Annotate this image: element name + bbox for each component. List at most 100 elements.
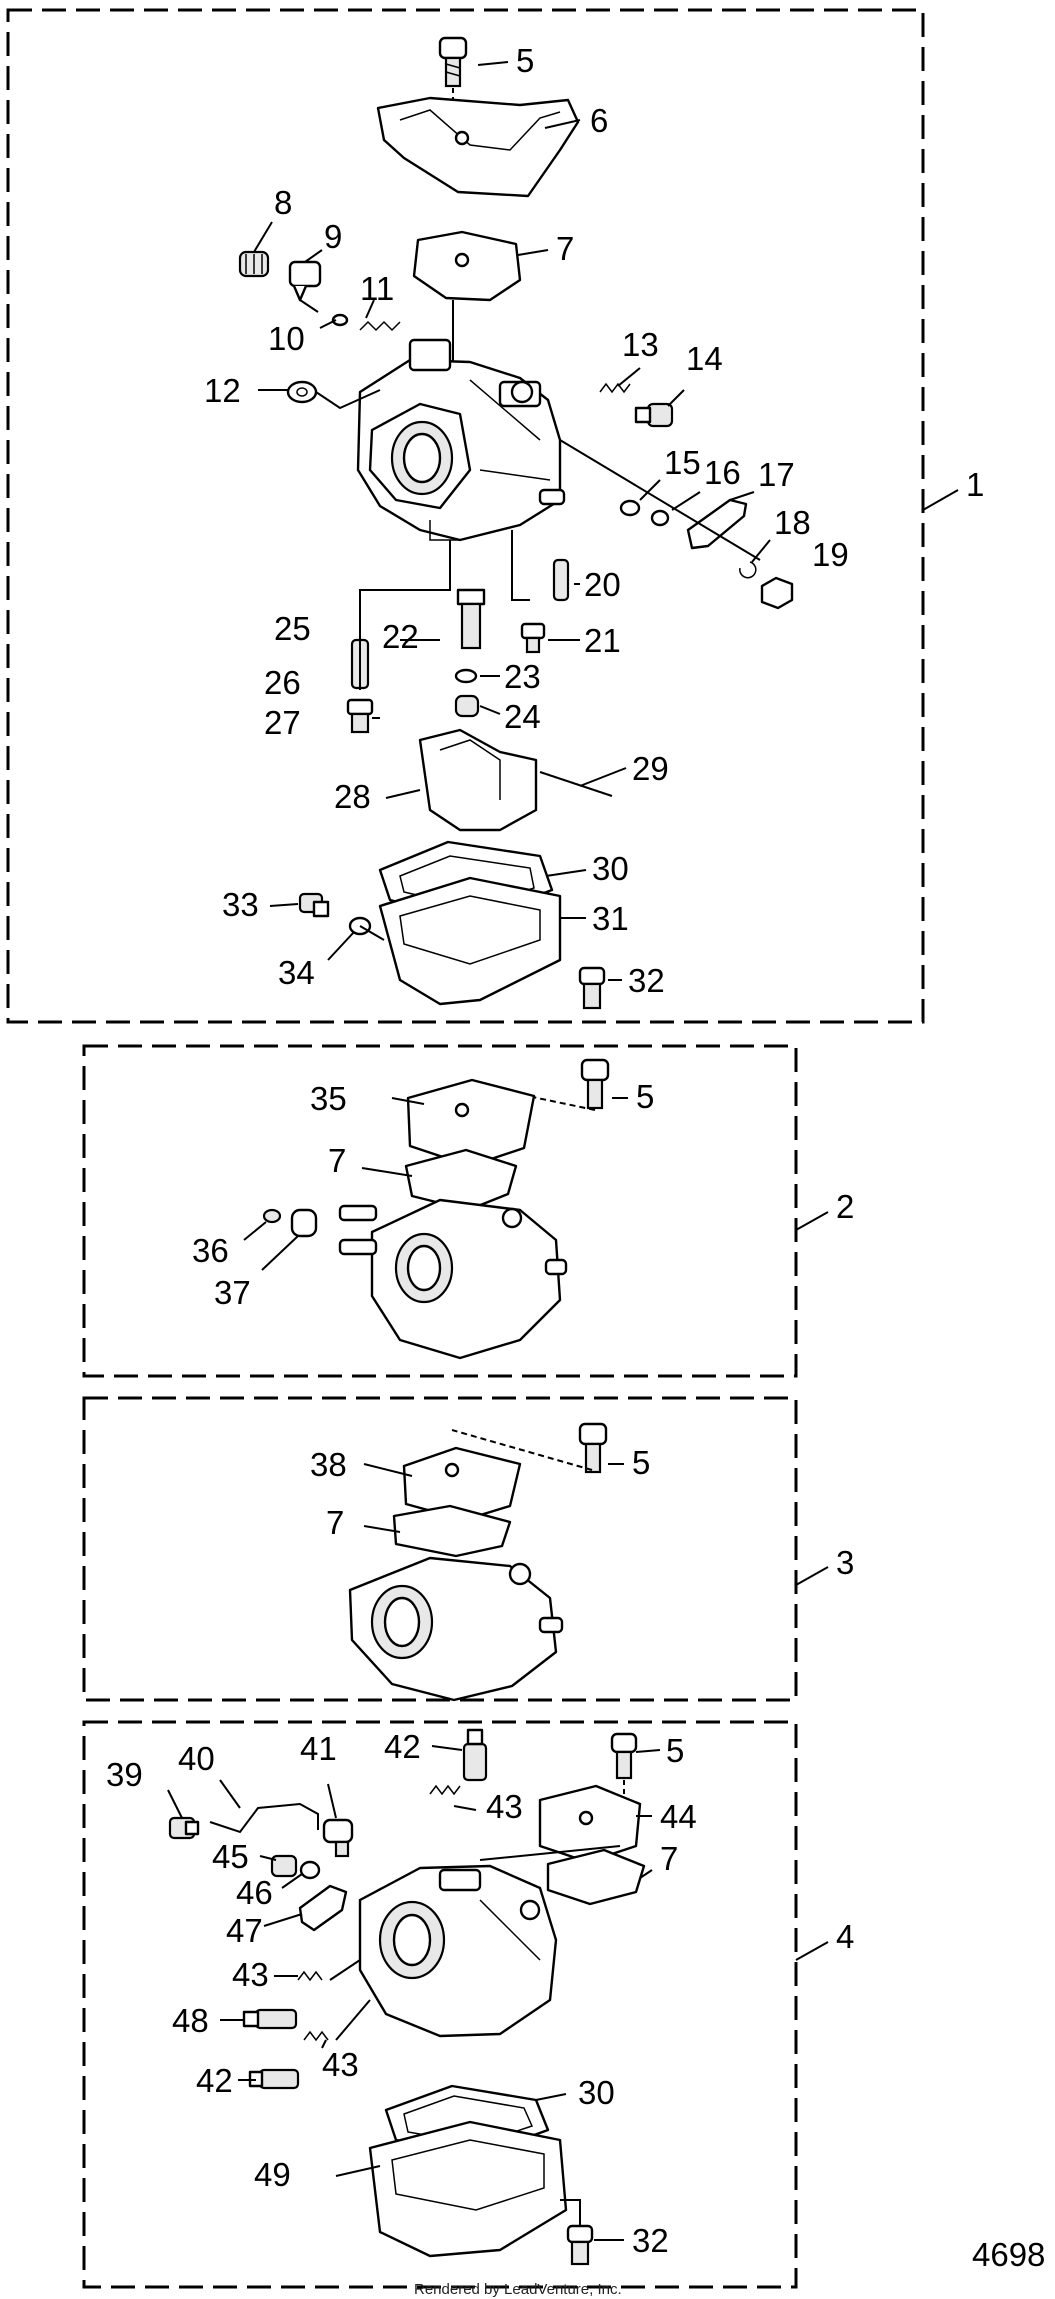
- callout-42: 42: [384, 1728, 421, 1765]
- oring-36-part: [262, 1208, 282, 1224]
- spring-16-part: [650, 509, 670, 527]
- callout-numbers: 5 6 7 8 9 10 11 12 13 14 15 16 17 18 19 …: [106, 42, 849, 2259]
- callout-35: 35: [310, 1080, 347, 1117]
- gasket-7c-part: [392, 1504, 512, 1558]
- callout-10: 10: [268, 320, 305, 357]
- callout-38: 38: [310, 1446, 347, 1483]
- assembly-number-2: 2: [836, 1188, 854, 1225]
- assembly-box-1: [6, 8, 925, 1024]
- callout-20: 20: [584, 566, 621, 603]
- screw-5-part: [438, 36, 468, 140]
- gasket-7-part: [412, 230, 522, 302]
- seat-22-part: [456, 588, 486, 650]
- callout-5-asm2: 5: [636, 1078, 654, 1115]
- float-28-part: [418, 728, 538, 832]
- gasket-7d-part: [546, 1848, 646, 1906]
- callout-13: 13: [622, 326, 659, 363]
- callout-42-b: 42: [196, 2062, 233, 2099]
- callout-25: 25: [274, 610, 311, 647]
- plug-37-part: [290, 1208, 318, 1238]
- callout-23: 23: [504, 658, 541, 695]
- assembly-3-drawing: [348, 1422, 608, 1702]
- callout-12: 12: [204, 372, 241, 409]
- callout-leaders: [167, 61, 771, 2241]
- callout-44: 44: [660, 1798, 697, 1835]
- lever-17-part: [686, 498, 748, 550]
- plug-21-part: [520, 622, 546, 654]
- callout-48: 48: [172, 2002, 209, 2039]
- callout-5-asm4: 5: [666, 1732, 684, 1769]
- cover-38-part: [402, 1446, 522, 1522]
- float-bowl-31-part: [378, 876, 562, 1006]
- assembly-number-leaders: [795, 489, 959, 1961]
- callout-7-asm4: 7: [660, 1840, 678, 1877]
- screw-5c-part: [578, 1422, 608, 1474]
- assembly-box-3: [82, 1396, 798, 1702]
- washer-15-part: [619, 499, 641, 517]
- screw-42b-part: [248, 2068, 300, 2090]
- callout-8: 8: [274, 184, 292, 221]
- callout-49: 49: [254, 2156, 291, 2193]
- spring-43a-part: [429, 1784, 461, 1796]
- cover-44-part: [538, 1784, 642, 1864]
- bracket-47-part: [298, 1884, 348, 1932]
- callout-7-asm2: 7: [328, 1142, 346, 1179]
- callout-7: 7: [556, 230, 574, 267]
- cover-35-part: [406, 1078, 536, 1168]
- callout-40: 40: [178, 1740, 215, 1777]
- callout-43-b: 43: [232, 1956, 269, 1993]
- callout-39: 39: [106, 1756, 143, 1793]
- callout-19: 19: [812, 536, 849, 573]
- footer-credit: Rendered by LeadVenture, Inc.: [414, 2281, 622, 2298]
- pin-29-part: [539, 771, 613, 797]
- carburetor-body-part: [356, 338, 566, 542]
- callout-5-asm3: 5: [632, 1444, 650, 1481]
- callout-36: 36: [192, 1232, 229, 1269]
- assembly-box-4: [82, 1720, 798, 2289]
- callout-45: 45: [212, 1838, 249, 1875]
- callout-27: 27: [264, 704, 301, 741]
- callout-11: 11: [360, 270, 394, 307]
- callout-28: 28: [334, 778, 371, 815]
- callout-7-asm3: 7: [326, 1504, 344, 1541]
- screw-39-part: [168, 1816, 200, 1840]
- drain-screw-33-part: [298, 892, 330, 918]
- callout-32-asm4: 32: [632, 2222, 669, 2259]
- callout-6: 6: [590, 102, 608, 139]
- callout-21: 21: [584, 622, 621, 659]
- spring-43c-part: [303, 2030, 329, 2042]
- callout-43-c: 43: [322, 2046, 359, 2083]
- clip-18-part: [739, 561, 757, 579]
- spring-11-part: [359, 320, 401, 332]
- assembly-number-4: 4: [836, 1918, 854, 1955]
- figure-number: 4698: [972, 2236, 1045, 2273]
- screw-8-part: [238, 250, 270, 278]
- jet-20-part: [552, 558, 570, 602]
- callout-29: 29: [632, 750, 669, 787]
- callout-37: 37: [214, 1274, 251, 1311]
- assembly-1-drawing: [238, 36, 794, 1010]
- assembly-2-drawing: [262, 1058, 610, 1360]
- callout-26: 26: [264, 664, 301, 701]
- screw-45-part: [270, 1854, 298, 1878]
- needle-24-part: [454, 694, 480, 718]
- plug-27-part: [346, 698, 374, 734]
- screw-32b-part: [566, 2224, 594, 2266]
- nut-19-part: [760, 576, 794, 610]
- callout-30: 30: [592, 850, 629, 887]
- callout-41: 41: [300, 1730, 337, 1767]
- callout-46: 46: [236, 1874, 273, 1911]
- callout-47: 47: [226, 1912, 263, 1949]
- callout-33: 33: [222, 886, 259, 923]
- screw-5d-part: [610, 1732, 638, 1780]
- screw-5b-part: [580, 1058, 610, 1110]
- washer-12-part: [286, 380, 318, 404]
- callout-9: 9: [324, 218, 342, 255]
- assembly-4-drawing: [168, 1728, 646, 2266]
- screw-14-part: [634, 402, 674, 428]
- callout-30-asm4: 30: [578, 2074, 615, 2111]
- float-bowl-49-part: [368, 2120, 568, 2258]
- spring-43b-part: [297, 1970, 323, 1982]
- callout-16: 16: [704, 454, 741, 491]
- screw-48-part: [242, 2008, 298, 2030]
